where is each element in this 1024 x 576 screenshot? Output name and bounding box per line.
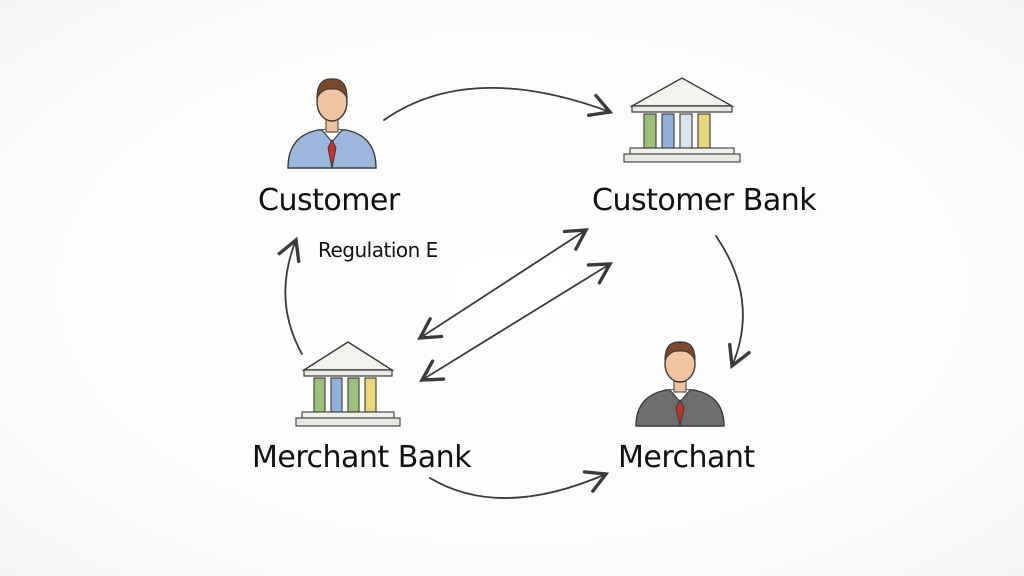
arrow-customer-to-customer-bank xyxy=(383,87,614,121)
merchant-person-icon xyxy=(635,341,725,427)
merchant-bank-label: Merchant Bank xyxy=(252,440,472,475)
arrow-merchant-bank-to-merchant xyxy=(429,470,610,499)
arrow-diagonal-lower xyxy=(419,262,613,382)
arrow-diagonal-upper xyxy=(417,228,589,340)
customer-bank-icon xyxy=(623,77,741,163)
customer-bank-label: Customer Bank xyxy=(592,183,817,218)
merchant-label: Merchant xyxy=(618,440,755,475)
customer-person-icon xyxy=(287,78,377,169)
arrow-customer-bank-to-merchant xyxy=(715,235,751,370)
merchant-bank-icon xyxy=(295,341,401,427)
regulation-annotation: Regulation E xyxy=(318,238,438,262)
arrow-merchant-bank-to-customer xyxy=(277,236,303,355)
customer-label: Customer xyxy=(258,183,400,218)
